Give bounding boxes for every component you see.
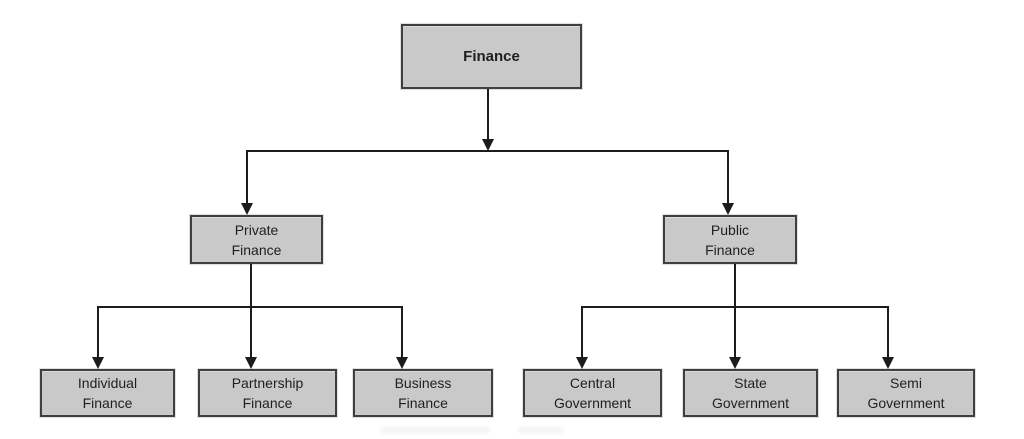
node-label-line1: State	[734, 375, 767, 391]
node-label-line2: Finance	[82, 395, 133, 411]
connector-drop-central	[581, 306, 583, 359]
node-label-line1: Private	[234, 221, 279, 238]
arrow-down-icon	[576, 357, 588, 369]
node-label: Finance	[463, 47, 520, 65]
node-partnership-finance: Partnership Finance	[198, 369, 337, 417]
node-label-line1: Business	[394, 375, 452, 391]
arrow-down-icon	[722, 203, 734, 215]
connector-drop-private	[246, 150, 248, 205]
connector-drop-public	[727, 150, 729, 205]
connector-public-rail	[581, 306, 889, 308]
node-public-finance: Public Finance	[663, 215, 797, 264]
node-semi-government: Semi Government	[837, 369, 975, 417]
arrow-down-icon	[92, 357, 104, 369]
node-label-line1: Individual	[77, 375, 138, 391]
artifact-smudge	[380, 427, 490, 433]
node-label-line2: Government	[867, 395, 945, 411]
node-central-government: Central Government	[523, 369, 662, 417]
connector-root-stem	[487, 89, 489, 141]
node-label-line1: Public	[710, 221, 750, 238]
node-private-finance: Private Finance	[190, 215, 323, 264]
connector-level1-rail	[246, 150, 729, 152]
connector-private-stem	[250, 264, 252, 359]
node-label-line2: Finance	[231, 241, 282, 258]
arrow-down-icon	[482, 139, 494, 151]
arrow-down-icon	[241, 203, 253, 215]
node-label-line1: Semi	[890, 375, 922, 391]
arrow-down-icon	[729, 357, 741, 369]
node-state-government: State Government	[683, 369, 818, 417]
node-individual-finance: Individual Finance	[40, 369, 175, 417]
connector-private-rail	[97, 306, 403, 308]
node-label-line1: Central	[569, 375, 616, 391]
node-business-finance: Business Finance	[353, 369, 493, 417]
node-label-line2: Government	[711, 395, 790, 411]
artifact-smudge	[518, 427, 563, 433]
connector-drop-individual	[97, 306, 99, 359]
arrow-down-icon	[245, 357, 257, 369]
arrow-down-icon	[882, 357, 894, 369]
node-label-line1: Partnership	[231, 375, 304, 391]
connector-drop-semi	[887, 306, 889, 359]
connector-public-stem	[734, 264, 736, 359]
arrow-down-icon	[396, 357, 408, 369]
node-label-line2: Government	[553, 395, 632, 411]
node-finance: Finance	[401, 24, 582, 89]
node-label-line2: Finance	[242, 395, 293, 411]
node-label-line2: Finance	[398, 395, 448, 411]
connector-drop-business	[401, 306, 403, 359]
node-label-line2: Finance	[705, 241, 755, 258]
